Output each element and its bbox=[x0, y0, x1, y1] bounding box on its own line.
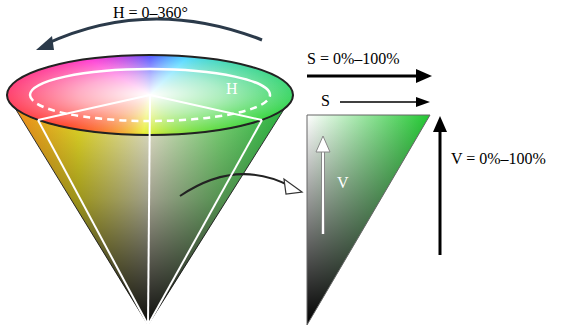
value-axis-label: V bbox=[337, 174, 349, 192]
saturation-range-label: S = 0%–100% bbox=[307, 50, 400, 68]
hue-axis-label: H bbox=[226, 80, 238, 98]
saturation-axis-label: S bbox=[321, 92, 330, 110]
hue-range-label: H = 0–360° bbox=[113, 4, 188, 22]
value-range-label: V = 0%–100% bbox=[451, 150, 546, 168]
